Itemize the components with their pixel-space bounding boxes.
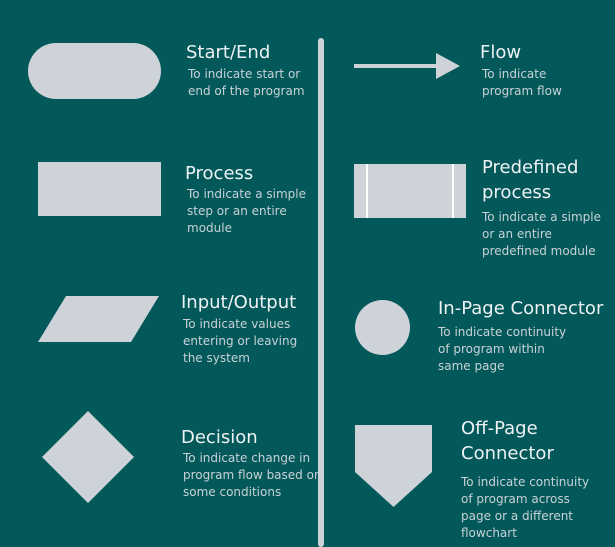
process-rectangle-shape-icon: [38, 162, 161, 216]
flow-description: To indicate program flow: [482, 67, 562, 98]
start-end-description: To indicate start or end of the program: [188, 67, 305, 98]
flow-title: Flow: [480, 42, 522, 63]
input-output-description: To indicate values entering or leaving t…: [183, 317, 298, 365]
in-page-connector-description: To indicate continuity of program within…: [438, 325, 567, 373]
in-page-connector-title: In-Page Connector: [438, 298, 604, 319]
input-output-title: Input/Output: [181, 292, 297, 313]
arrow-shape-icon: [354, 53, 460, 79]
process-title: Process: [185, 163, 254, 184]
terminator-shape-icon: [28, 43, 161, 99]
parallelogram-shape-icon: [38, 296, 159, 342]
decision-title: Decision: [181, 427, 258, 448]
process-description: To indicate a simple step or an entire m…: [187, 187, 306, 235]
off-page-connector-title: Off-Page Connector: [461, 418, 554, 464]
predefined-process-title: Predefined process: [482, 157, 579, 203]
predefined-process-shape-icon: [354, 164, 466, 218]
pentagon-connector-shape-icon: [355, 425, 432, 507]
decision-description: To indicate change in program flow based…: [183, 451, 322, 499]
column-divider: [318, 38, 324, 547]
circle-connector-shape-icon: [355, 300, 410, 355]
diamond-shape-icon: [42, 411, 134, 503]
predefined-process-description: To indicate a simple or an entire predef…: [482, 210, 601, 258]
start-end-title: Start/End: [186, 42, 271, 63]
off-page-connector-description: To indicate continuity of program across…: [461, 475, 590, 540]
